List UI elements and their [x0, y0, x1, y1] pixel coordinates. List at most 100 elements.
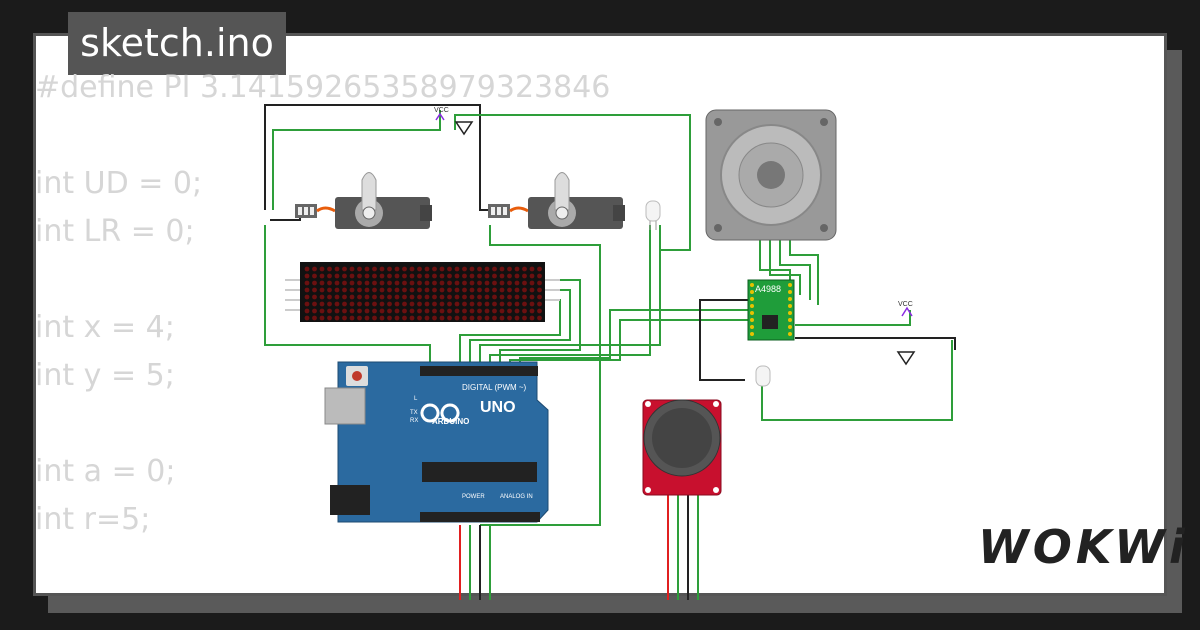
matrix-led [312, 266, 317, 272]
matrix-led [447, 301, 452, 307]
matrix-led [379, 287, 385, 293]
matrix-led [394, 301, 400, 307]
a4988-driver[interactable]: A4988 [747, 279, 795, 341]
matrix-led [432, 273, 437, 279]
matrix-led [327, 266, 332, 272]
matrix-led [387, 273, 392, 279]
matrix-led [499, 280, 505, 286]
matrix-led [304, 301, 310, 307]
matrix-led [379, 294, 385, 300]
matrix-led [327, 308, 332, 314]
matrix-led [522, 294, 527, 300]
matrix-led [394, 315, 400, 321]
matrix-led [537, 294, 542, 300]
matrix-led [507, 280, 512, 286]
matrix-led [439, 308, 445, 314]
matrix-led [454, 287, 460, 293]
matrix-led [379, 273, 385, 279]
matrix-led [319, 301, 325, 307]
matrix-led [499, 308, 505, 314]
matrix-led [417, 280, 422, 286]
matrix-led [334, 280, 340, 286]
matrix-led [499, 266, 505, 272]
servo-motor-1[interactable] [295, 172, 432, 230]
wokwi-logo: WOKWi [978, 520, 1189, 574]
file-tab[interactable]: sketch.ino [68, 12, 286, 75]
driver-pin [788, 304, 792, 308]
matrix-led [409, 315, 415, 321]
matrix-led [394, 266, 400, 272]
matrix-led [537, 280, 542, 286]
matrix-led [537, 287, 542, 293]
matrix-led [364, 287, 370, 293]
svg-text:POWER: POWER [462, 494, 485, 500]
matrix-led [387, 280, 392, 286]
matrix-led [349, 287, 355, 293]
matrix-led [402, 273, 407, 279]
matrix-led [409, 280, 415, 286]
matrix-led [439, 315, 445, 321]
matrix-led [439, 294, 445, 300]
driver-pin [788, 332, 792, 336]
matrix-led [477, 280, 482, 286]
matrix-led [349, 280, 355, 286]
led-2[interactable] [755, 365, 771, 387]
svg-text:RX: RX [410, 418, 418, 424]
matrix-led [477, 294, 482, 300]
svg-text:ON: ON [550, 411, 559, 417]
matrix-led [372, 287, 377, 293]
matrix-led [514, 273, 520, 279]
matrix-led [484, 301, 490, 307]
matrix-led [327, 287, 332, 293]
matrix-led [522, 315, 527, 321]
matrix-led [334, 273, 340, 279]
matrix-led [477, 266, 482, 272]
matrix-led [304, 294, 310, 300]
led-matrix[interactable] [285, 262, 560, 322]
matrix-led [372, 273, 377, 279]
matrix-led [312, 308, 317, 314]
code-line: int UD = 0; [35, 166, 203, 201]
matrix-led [492, 315, 497, 321]
matrix-led [469, 280, 475, 286]
matrix-led [522, 308, 527, 314]
joystick-module[interactable] [642, 399, 722, 496]
arduino-uno[interactable]: DIGITAL (PWM ~) UNO ARDUINO POWER ANALOG… [324, 361, 559, 523]
matrix-led [537, 301, 542, 307]
matrix-led [484, 287, 490, 293]
matrix-led [372, 315, 377, 321]
matrix-led [462, 294, 467, 300]
matrix-led [394, 280, 400, 286]
matrix-led [319, 280, 325, 286]
matrix-led [357, 294, 362, 300]
matrix-led [484, 315, 490, 321]
matrix-led [424, 287, 430, 293]
matrix-led [469, 266, 475, 272]
matrix-led [379, 301, 385, 307]
matrix-led [432, 315, 437, 321]
code-line: int r=5; [35, 502, 151, 537]
code-line: int y = 5; [35, 358, 175, 393]
matrix-led [522, 266, 527, 272]
matrix-led [312, 273, 317, 279]
matrix-led [402, 315, 407, 321]
servo-motor-2[interactable] [488, 172, 625, 230]
matrix-led [514, 287, 520, 293]
matrix-led [364, 266, 370, 272]
matrix-led [439, 266, 445, 272]
matrix-led [507, 266, 512, 272]
code-line: int a = 0; [35, 454, 176, 489]
code-line: int x = 4; [35, 310, 175, 345]
matrix-led [364, 273, 370, 279]
matrix-led [409, 287, 415, 293]
matrix-led [402, 294, 407, 300]
vcc-symbol-top: VCC [434, 107, 449, 121]
led-1[interactable] [645, 200, 661, 230]
matrix-led [439, 301, 445, 307]
matrix-led [372, 266, 377, 272]
matrix-led [342, 315, 347, 321]
driver-pin [750, 325, 754, 329]
stepper-motor[interactable] [705, 109, 837, 241]
matrix-led [499, 287, 505, 293]
